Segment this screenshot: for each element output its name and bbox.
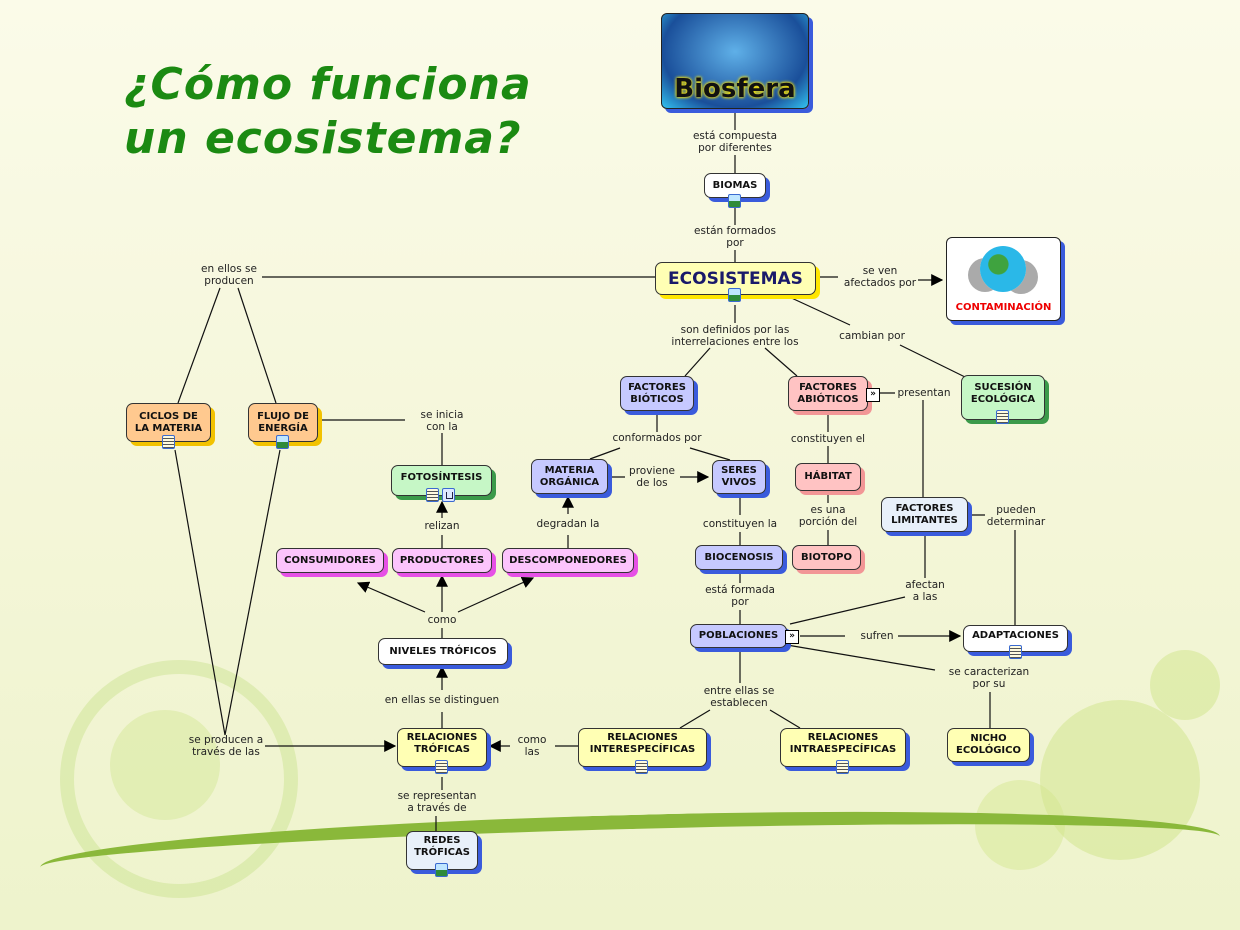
node-label: FACTORES ABIÓTICOS (797, 381, 859, 405)
node-niveles-troficos[interactable]: NIVELES TRÓFICOS (378, 638, 508, 665)
node-factores-bioticos[interactable]: FACTORES BIÓTICOS (620, 376, 694, 411)
node-poblaciones[interactable]: POBLACIONES (690, 624, 787, 648)
node-factores-abioticos[interactable]: FACTORES ABIÓTICOS (788, 376, 868, 411)
node-label: FLUJO DE ENERGÍA (257, 410, 309, 434)
link-label: cambian por (839, 330, 905, 342)
biosfera-image-node[interactable]: Biosfera (661, 13, 809, 109)
link-label: se ven afectados por (843, 265, 917, 289)
node-biomas[interactable]: BIOMAS (704, 173, 766, 198)
image-icon[interactable] (728, 194, 741, 208)
node-label: RELACIONES INTRAESPECÍFICAS (789, 731, 897, 755)
node-consumidores[interactable]: CONSUMIDORES (276, 548, 384, 573)
link-label: conformados por (612, 432, 702, 444)
link-label: relizan (424, 520, 460, 532)
node-label: RELACIONES INTERESPECÍFICAS (589, 731, 696, 755)
link-label: entre ellas se establecen (703, 685, 775, 709)
document-icon[interactable] (435, 760, 448, 774)
node-label: ADAPTACIONES (972, 629, 1059, 641)
node-biotopo[interactable]: BIOTOPO (792, 545, 861, 570)
link-label: se caracterizan por su (948, 666, 1030, 690)
document-icon[interactable] (426, 488, 439, 502)
node-seres-vivos[interactable]: SERES VIVOS (712, 460, 766, 494)
node-label: CICLOS DE LA MATERIA (134, 410, 203, 434)
decor-circle (110, 710, 220, 820)
link-label: es una porción del (798, 504, 858, 528)
node-label: NICHO ECOLÓGICO (956, 733, 1021, 756)
decor-circle (975, 780, 1065, 870)
link-label: como las (517, 734, 547, 758)
link-label: presentan (897, 387, 951, 399)
node-factores-limitantes[interactable]: FACTORES LIMITANTES (881, 497, 968, 532)
node-materia-organica[interactable]: MATERIA ORGÁNICA (531, 459, 608, 494)
expand-icon[interactable]: » (866, 388, 880, 402)
node-label: DESCOMPONEDORES (509, 554, 627, 566)
link-label: constituyen la (702, 518, 778, 530)
image-icon[interactable] (435, 863, 448, 877)
node-label: NIVELES TRÓFICOS (389, 645, 497, 657)
node-label: CONSUMIDORES (284, 554, 376, 566)
document-icon[interactable] (1009, 645, 1022, 659)
node-label: FACTORES BIÓTICOS (628, 381, 686, 405)
contaminacion-label: CONTAMINACIÓN (955, 302, 1052, 313)
image-icon[interactable] (276, 435, 289, 449)
node-label: ECOSISTEMAS (668, 268, 803, 289)
node-fotosintesis[interactable]: FOTOSÍNTESIS (391, 465, 492, 496)
contaminacion-image-node[interactable]: CONTAMINACIÓN (946, 237, 1061, 321)
link-label: están formados por (694, 225, 776, 249)
link-label: sufren (860, 630, 894, 642)
node-label: BIOTOPO (801, 551, 852, 563)
node-label: SERES VIVOS (721, 465, 757, 488)
link-label: en ellas se distinguen (384, 694, 500, 706)
link-label: constituyen el (790, 433, 866, 445)
node-label: POBLACIONES (698, 630, 779, 641)
document-icon[interactable] (996, 410, 1009, 424)
node-label: REDES TRÓFICAS (414, 834, 470, 858)
page-title: ¿Cómo funciona un ecosistema? (124, 58, 532, 165)
node-label: MATERIA ORGÁNICA (539, 464, 600, 488)
link-label: proviene de los (629, 465, 675, 489)
node-label: SUCESIÓN ECOLÓGICA (970, 381, 1036, 405)
decor-circle (1040, 700, 1200, 860)
node-label: PRODUCTORES (399, 554, 485, 566)
link-label: está compuesta por diferentes (692, 130, 778, 154)
link-label: está formada por (705, 584, 775, 608)
document-icon[interactable] (836, 760, 849, 774)
biosfera-label: Biosfera (674, 74, 796, 104)
node-label: BIOCENOSIS (704, 551, 774, 563)
node-productores[interactable]: PRODUCTORES (392, 548, 492, 573)
node-label: BIOMAS (712, 179, 758, 191)
node-label: RELACIONES TRÓFICAS (406, 731, 478, 755)
link-label: se inicia con la (420, 409, 464, 433)
decor-circle (1150, 650, 1220, 720)
title-line-1: ¿Cómo funciona (124, 59, 532, 110)
link-label: se representan a través de (397, 790, 477, 814)
node-biocenosis[interactable]: BIOCENOSIS (695, 545, 783, 570)
node-nicho-ecologico[interactable]: NICHO ECOLÓGICO (947, 728, 1030, 762)
link-label: son definidos por las interrelaciones en… (671, 324, 799, 348)
document-icon[interactable] (635, 760, 648, 774)
link-label: degradan la (536, 518, 600, 530)
concept-map-icon[interactable] (442, 488, 455, 502)
node-descomponedores[interactable]: DESCOMPONEDORES (502, 548, 634, 573)
link-label: como (427, 614, 457, 626)
link-label: afectan a las (905, 579, 945, 603)
node-label: FACTORES LIMITANTES (891, 502, 958, 526)
polluted-earth-icon (980, 246, 1026, 292)
link-label: se producen a través de las (188, 734, 264, 758)
link-label: en ellos se producen (201, 263, 257, 287)
title-line-2: un ecosistema? (124, 112, 522, 164)
node-habitat[interactable]: HÁBITAT (795, 463, 861, 491)
image-icon[interactable] (728, 288, 741, 302)
node-label: HÁBITAT (804, 471, 852, 482)
node-label: FOTOSÍNTESIS (400, 471, 483, 483)
link-label: pueden determinar (986, 504, 1046, 528)
document-icon[interactable] (162, 435, 175, 449)
expand-icon[interactable]: » (785, 630, 799, 644)
